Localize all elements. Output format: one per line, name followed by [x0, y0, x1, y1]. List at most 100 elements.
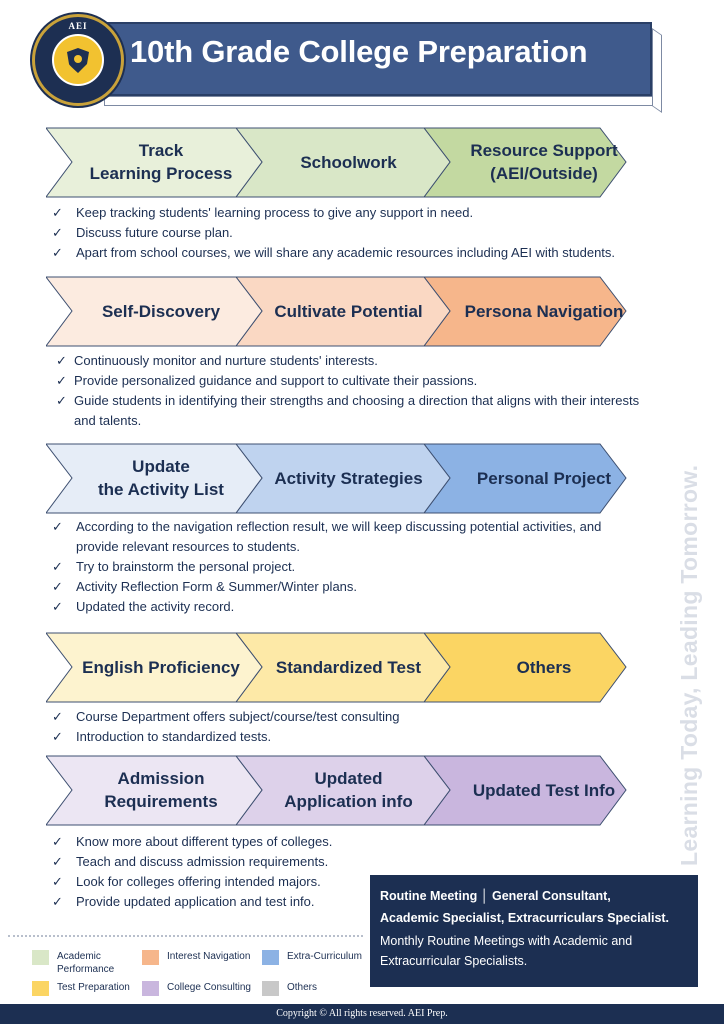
bullet-text: Guide students in identifying their stre…	[74, 393, 640, 408]
chevron-arrows-2	[46, 276, 627, 347]
step-label: Persona Navigation	[454, 276, 634, 346]
bullet-text: Provide updated application and test inf…	[76, 894, 315, 909]
step-label: Cultivate Potential	[266, 276, 431, 346]
bullet-text: Course Department offers subject/course/…	[76, 709, 400, 724]
step-text: Updated Test Info	[472, 780, 616, 800]
list-item: ✓ Introduction to standardized tests.	[48, 727, 668, 747]
checkmark-icon: ✓	[52, 559, 63, 574]
bullet-text: Look for colleges offering intended majo…	[76, 874, 321, 889]
process-band-3: Update the Activity List Activity Strateg…	[46, 443, 652, 514]
bullet-text: Provide personalized guidance and suppor…	[74, 373, 478, 388]
step-text: Resource Support (AEI/Outside)	[470, 141, 618, 183]
title-depth-right	[652, 28, 662, 114]
list-item: ✓Continuously monitor and nurture studen…	[52, 351, 672, 371]
legend-label: College Consulting	[167, 982, 251, 993]
checkmark-icon: ✓	[52, 579, 63, 594]
bullet-list-2: ✓Continuously monitor and nurture studen…	[52, 351, 672, 431]
list-item: provide relevant resources to students.	[48, 537, 668, 557]
checkmark-icon: ✓	[52, 519, 63, 534]
legend-label: Test Preparation	[57, 982, 130, 993]
aei-logo: AEI	[32, 14, 124, 106]
step-label: Updated Application info	[266, 755, 431, 825]
bullet-text: Know more about different types of colle…	[76, 834, 333, 849]
title-banner	[96, 22, 652, 96]
list-item: ✓Discuss future course plan.	[48, 223, 668, 243]
bullet-text: Discuss future course plan.	[76, 225, 233, 240]
checkmark-icon: ✓	[56, 393, 67, 408]
list-item: ✓ Try to brainstorm the personal project.	[48, 557, 668, 577]
title-depth-bottom	[104, 96, 660, 106]
chevron-1-1	[46, 127, 263, 198]
legend-item: Interest Navigation	[142, 950, 250, 965]
step-label: Activity Strategies	[266, 443, 431, 513]
legend-swatch	[32, 981, 49, 996]
page-title: 10th Grade College Preparation	[130, 34, 588, 69]
checkmark-icon: ✓	[52, 729, 63, 744]
bullet-text: Introduction to standardized tests.	[76, 729, 272, 744]
shield-icon	[52, 34, 104, 86]
checkmark-icon: ✓	[52, 874, 63, 889]
step-text: English Proficiency	[82, 657, 240, 677]
chevron-arrows-3	[46, 443, 627, 514]
bullet-text: Keep tracking students' learning process…	[76, 205, 474, 220]
chevron-5-1	[46, 755, 263, 826]
slogan-watermark: Learning Today, Leading Tomorrow.	[676, 464, 702, 866]
legend-swatch	[142, 981, 159, 996]
legend-item: Test Preparation	[32, 981, 130, 996]
step-text: Self-Discovery	[101, 301, 221, 321]
process-band-4: English Proficiency Standardized Test Othe…	[46, 632, 652, 703]
checkmark-icon: ✓	[56, 373, 67, 388]
step-text: Standardized Test	[275, 657, 422, 677]
checkmark-icon: ✓	[52, 834, 63, 849]
list-item: ✓ Look for colleges offering intended maj…	[48, 872, 358, 892]
bullet-text: Try to brainstorm the personal project.	[76, 559, 296, 574]
routine-heading: Routine Meeting │ General Consultant,	[380, 889, 611, 903]
list-item: ✓ Guide students in identifying their str…	[52, 391, 672, 411]
legend-label: Academic Performance	[57, 951, 115, 975]
legend-divider	[8, 935, 363, 937]
legend-item: Extra-Curriculum	[262, 950, 362, 965]
list-item: ✓ Course Department offers subject/course…	[48, 707, 668, 727]
bullet-text: Apart from school courses, we will share…	[76, 245, 616, 260]
bullet-text: Updated the activity record.	[76, 599, 235, 614]
checkmark-icon: ✓	[52, 709, 63, 724]
list-item: ✓ Know more about different types of coll…	[48, 832, 358, 852]
list-item: ✓Keep tracking students' learning proces…	[48, 203, 668, 223]
chevron-arrows-5	[46, 755, 627, 826]
chevron-2-1	[46, 276, 263, 347]
legend-item: Academic Performance	[32, 950, 114, 976]
checkmark-icon: ✓	[52, 599, 63, 614]
routine-meeting-box: Routine Meeting │ General Consultant, Ac…	[370, 875, 698, 987]
step-label: English Proficiency	[76, 632, 246, 702]
chevron-4-1	[46, 632, 263, 703]
step-text: Activity Strategies	[274, 468, 423, 488]
legend-swatch	[262, 981, 279, 996]
step-text: Persona Navigation	[464, 301, 624, 321]
chevron-3-1	[46, 443, 263, 514]
step-text: Others	[516, 657, 572, 677]
bullet-text: According to the navigation reflection r…	[76, 519, 602, 534]
list-item: ✓ Provide updated application and test in…	[48, 892, 358, 912]
step-text: Update the Activity List	[98, 457, 224, 499]
list-item: ✓ Apart from school courses, we will shar…	[48, 243, 668, 263]
bullet-list-4: ✓ Course Department offers subject/course…	[48, 707, 668, 747]
legend-swatch	[32, 950, 49, 965]
step-label: Schoolwork	[266, 127, 431, 197]
step-text: Schoolwork	[300, 152, 397, 172]
routine-description: Monthly Routine Meetings with Academic a…	[380, 934, 633, 968]
list-item: and talents.	[52, 411, 672, 431]
step-text: Cultivate Potential	[274, 301, 423, 321]
checkmark-icon: ✓	[52, 854, 63, 869]
process-band-2: Self-Discovery Cultivate Potential Persona…	[46, 276, 652, 347]
routine-specialists: Academic Specialist, Extracurriculars Sp…	[380, 911, 670, 925]
process-band-5: Admission Requirements Updated Applicatio…	[46, 755, 652, 826]
step-label: Updated Test Info	[454, 755, 634, 825]
step-label: Track Learning Process	[76, 127, 246, 197]
step-text: Admission Requirements	[104, 769, 218, 811]
bullet-list-5: ✓ Know more about different types of coll…	[48, 832, 358, 912]
checkmark-icon: ✓	[52, 245, 63, 260]
bullet-list-3: ✓ According to the navigation reflection …	[48, 517, 668, 617]
checkmark-icon: ✓	[52, 894, 63, 909]
legend-item: College Consulting	[142, 981, 251, 996]
list-item: ✓ Updated the activity record.	[48, 597, 668, 617]
